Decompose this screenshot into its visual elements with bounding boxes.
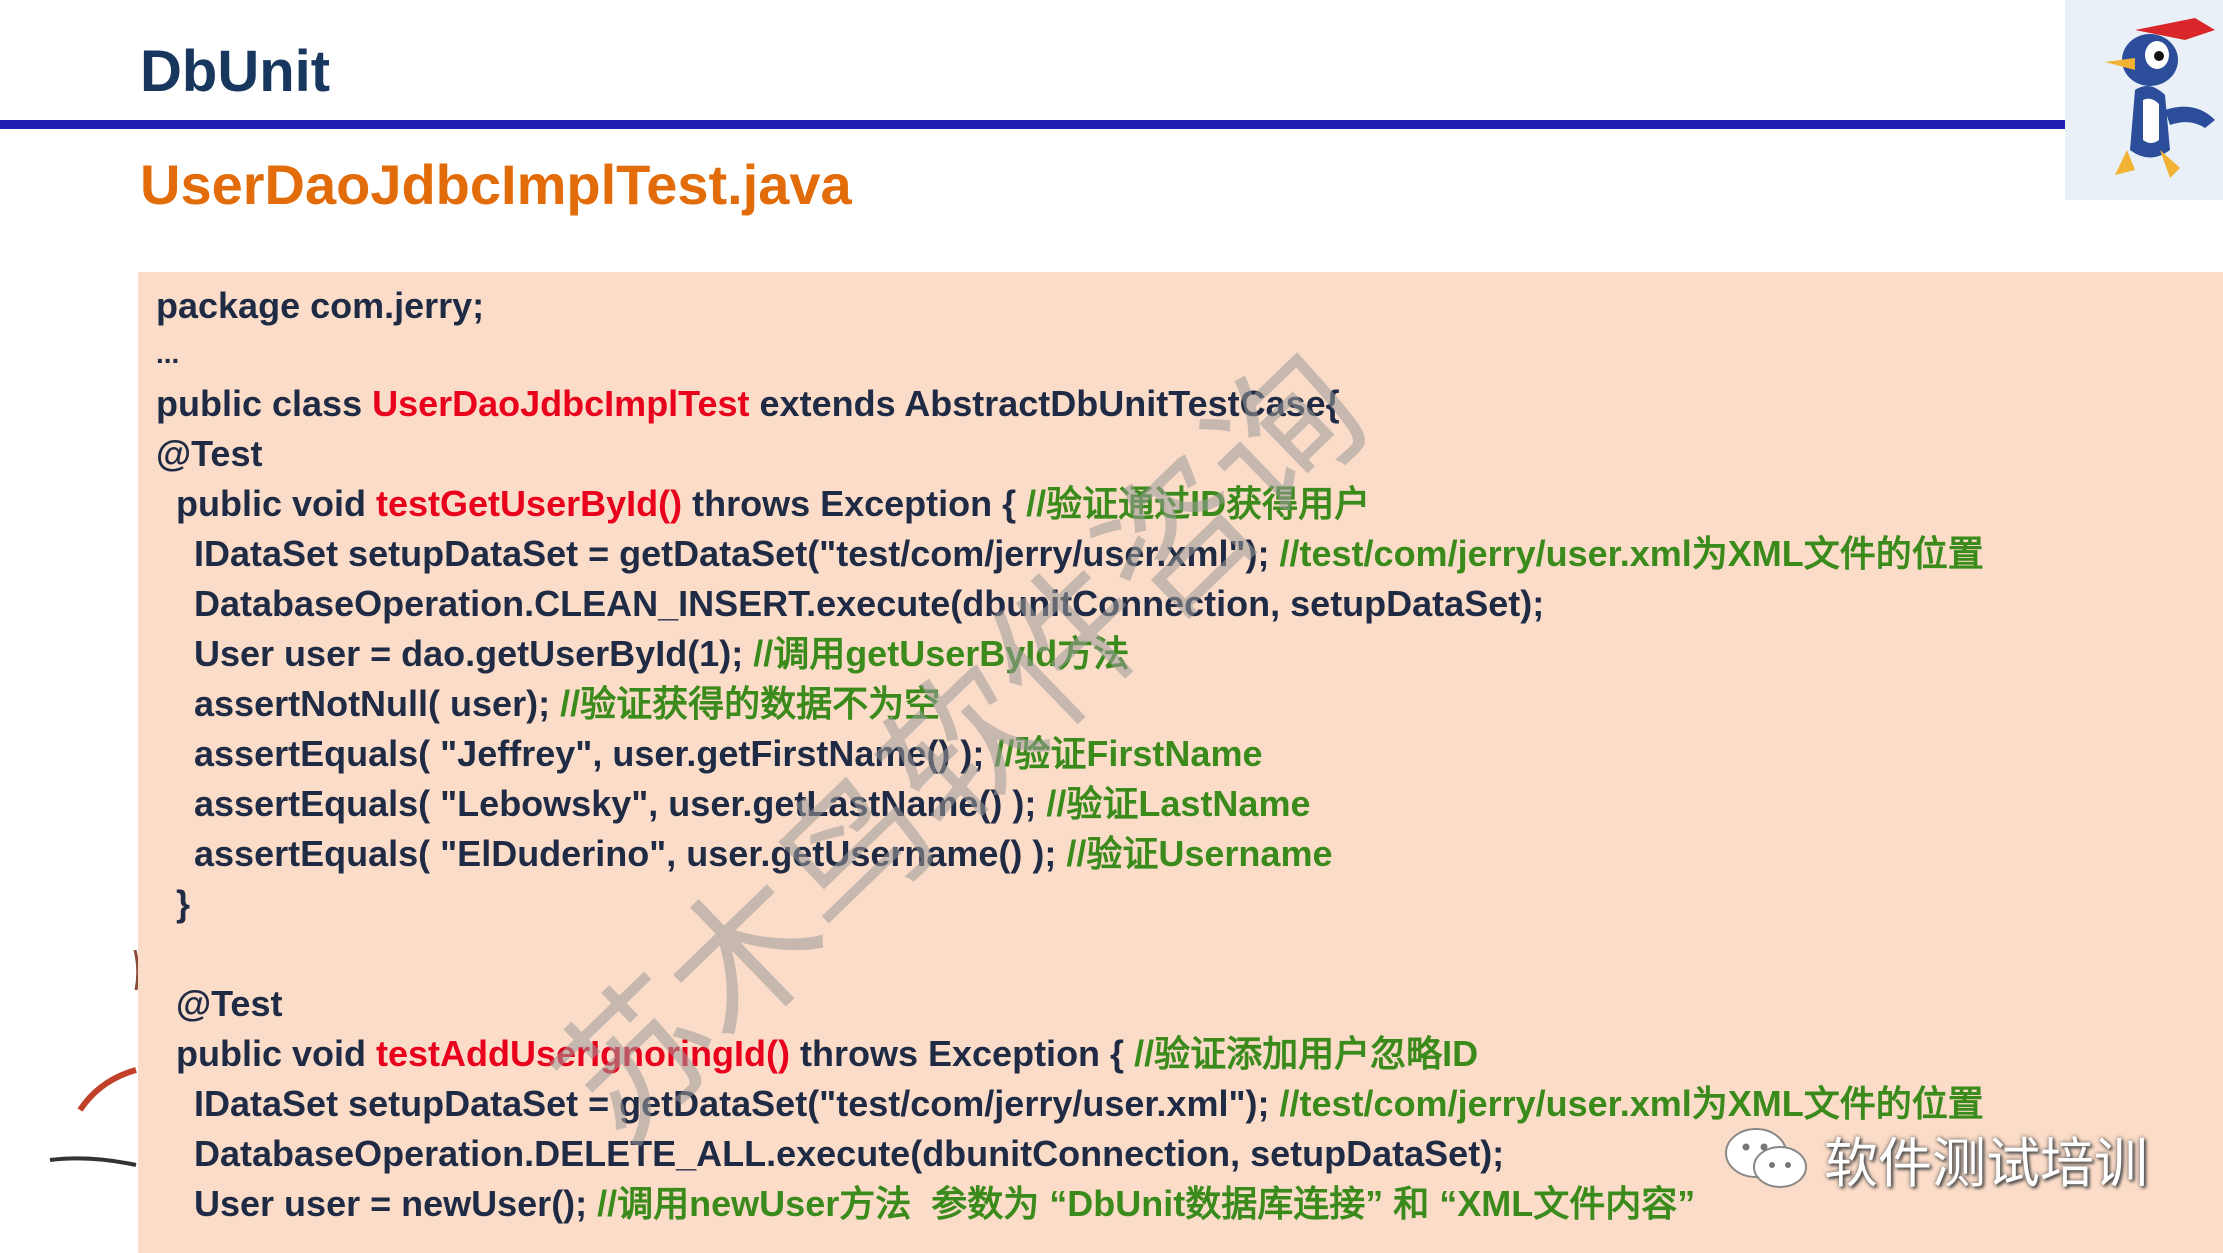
code-comment: //验证FirstName bbox=[994, 733, 1263, 774]
method-name: testAddUserIgnoringId() bbox=[376, 1033, 790, 1074]
code-comment: //调用newUser方法 参数为 “DbUnit数据库连接” 和 “XML文件… bbox=[597, 1183, 1696, 1224]
code-line-new-user: User user = newUser(); //调用newUser方法 参数为… bbox=[194, 1183, 1696, 1224]
code-line-ellipsis: ... bbox=[156, 338, 180, 369]
code-line-package: package com.jerry; bbox=[156, 285, 485, 326]
code-line-method-2: public void testAddUserIgnoringId() thro… bbox=[176, 1033, 1479, 1074]
code-line-assert-first-name: assertEquals( "Jeffrey", user.getFirstNa… bbox=[194, 733, 1263, 774]
woodpecker-mascot-icon bbox=[2065, 0, 2223, 200]
code-line-annotation: @Test bbox=[156, 433, 263, 474]
wechat-badge: 软件测试培训 bbox=[1720, 1118, 2148, 1198]
code-line-dataset-2: IDataSet setupDataSet = getDataSet("test… bbox=[194, 1083, 1984, 1124]
code-comment: //test/com/jerry/user.xml为XML文件的位置 bbox=[1279, 1083, 1984, 1124]
code-panel: package com.jerry; ... public class User… bbox=[138, 272, 2223, 1253]
code-line-assert-not-null: assertNotNull( user); //验证获得的数据不为空 bbox=[194, 683, 941, 724]
slide-title: DbUnit bbox=[140, 39, 331, 104]
code-comment: //验证LastName bbox=[1046, 783, 1311, 824]
code-line-clean-insert: DatabaseOperation.CLEAN_INSERT.execute(d… bbox=[194, 583, 1545, 624]
code-comment: //调用getUserById方法 bbox=[753, 633, 1130, 674]
code-comment: //验证Username bbox=[1066, 833, 1333, 874]
method-name: testGetUserById() bbox=[376, 483, 683, 524]
wechat-badge-label: 软件测试培训 bbox=[1824, 1131, 2148, 1195]
code-line-assert-username: assertEquals( "ElDuderino", user.getUser… bbox=[194, 833, 1333, 874]
code-line-dataset-1: IDataSet setupDataSet = getDataSet("test… bbox=[194, 533, 1984, 574]
code-line-delete-all: DatabaseOperation.DELETE_ALL.execute(dbu… bbox=[194, 1133, 1505, 1174]
code-line-close-brace: } bbox=[176, 883, 191, 924]
class-name: UserDaoJdbcImplTest bbox=[372, 383, 750, 424]
code-comment: //test/com/jerry/user.xml为XML文件的位置 bbox=[1279, 533, 1984, 574]
code-comment: //验证通过ID获得用户 bbox=[1026, 483, 1371, 524]
code-line-assert-last-name: assertEquals( "Lebowsky", user.getLastNa… bbox=[194, 783, 1311, 824]
code-comment: //验证添加用户忽略ID bbox=[1134, 1033, 1479, 1074]
wechat-icon bbox=[1725, 1128, 1807, 1188]
slide-subtitle: UserDaoJdbcImplTest.java bbox=[140, 153, 852, 216]
code-line-method-1: public void testGetUserById() throws Exc… bbox=[176, 483, 1371, 524]
code-comment: //验证获得的数据不为空 bbox=[560, 683, 941, 724]
code-line-class-decl: public class UserDaoJdbcImplTest extends… bbox=[156, 383, 1340, 424]
code-line-get-user: User user = dao.getUserById(1); //调用getU… bbox=[194, 633, 1130, 674]
title-divider bbox=[0, 120, 2065, 129]
code-line-annotation-2: @Test bbox=[176, 983, 283, 1024]
decorative-brush-strokes bbox=[49, 950, 140, 1167]
